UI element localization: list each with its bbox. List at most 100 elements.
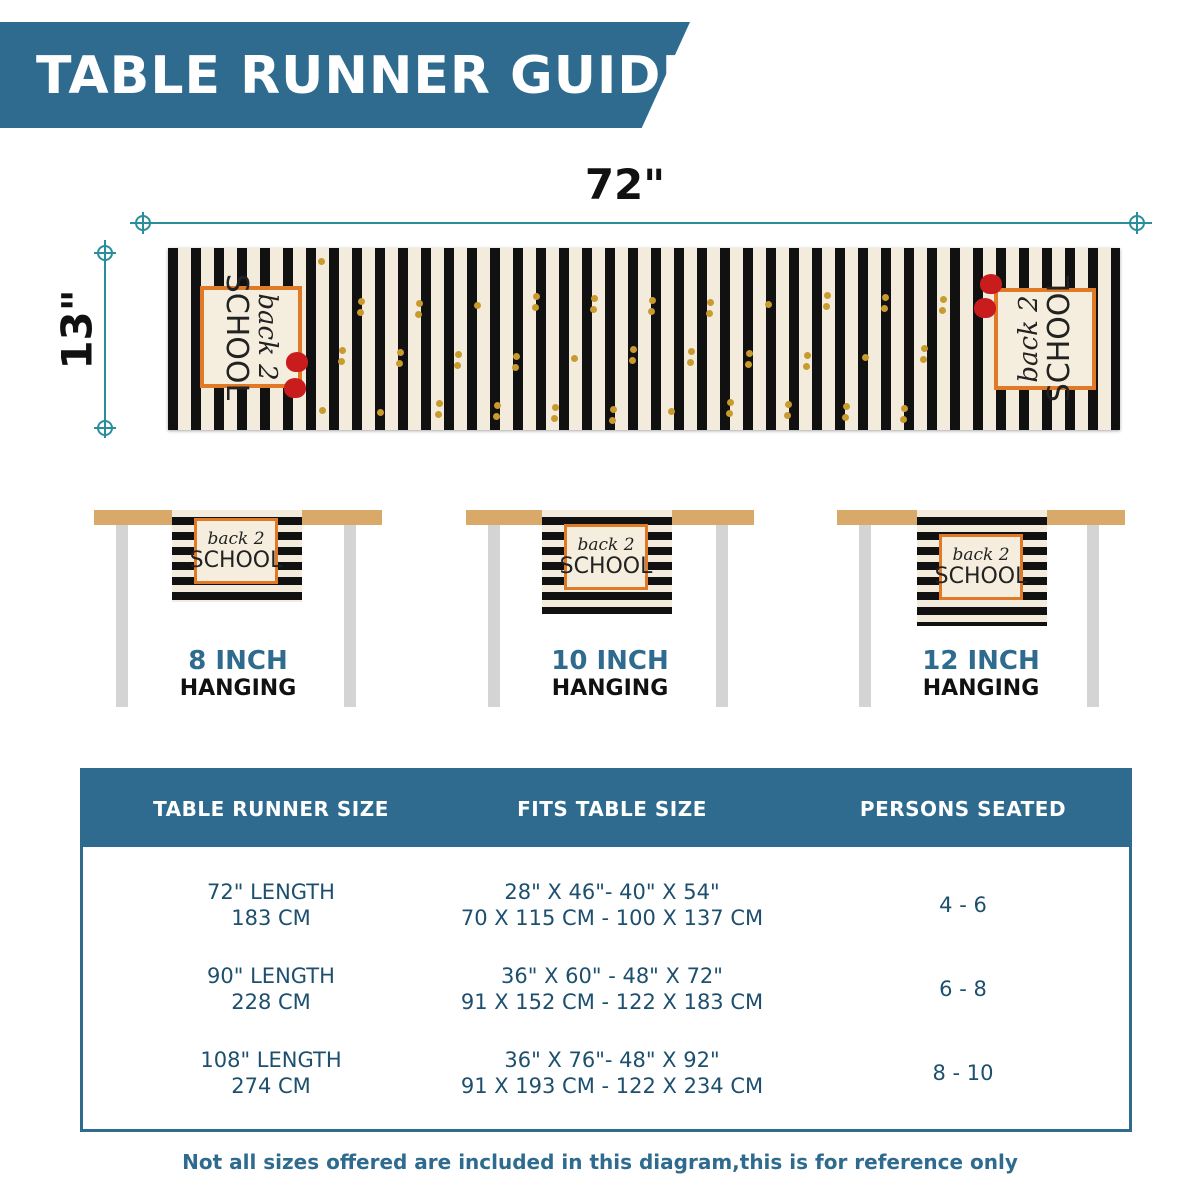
- gold-dot-decoration: [436, 400, 443, 407]
- runner-length-in: 90" LENGTH: [207, 964, 335, 988]
- gold-dot-decoration: [823, 303, 830, 310]
- gold-dot-decoration: [358, 298, 365, 305]
- width-label: 72": [584, 160, 666, 209]
- gold-dot-decoration: [745, 361, 752, 368]
- fits-cm: 91 X 152 CM - 122 X 183 CM: [460, 990, 764, 1014]
- runner-label: back 2 SCHOOL: [935, 534, 1027, 600]
- header-runner-size: TABLE RUNNER SIZE: [153, 797, 389, 821]
- table-leg: [716, 525, 728, 707]
- gold-dot-decoration: [532, 304, 539, 311]
- table-leg: [116, 525, 128, 707]
- hanging-word: HANGING: [179, 676, 297, 701]
- gold-dot-decoration: [609, 417, 616, 424]
- fits-inches: 36" X 60" - 48" X 72": [501, 964, 723, 988]
- table-header: [83, 771, 1129, 847]
- table-leg: [859, 525, 871, 707]
- gold-dot-decoration: [318, 258, 325, 265]
- gold-dot-decoration: [590, 306, 597, 313]
- runner-right-label: back 2 SCHOOL: [994, 276, 1096, 402]
- gold-dot-decoration: [552, 404, 559, 411]
- gold-dot-decoration: [921, 345, 928, 352]
- gold-dot-decoration: [571, 355, 578, 362]
- runner-length-cm: 274 CM: [231, 1074, 311, 1098]
- runner-length-cm: 183 CM: [231, 906, 311, 930]
- fits-cm: 70 X 115 CM - 100 X 137 CM: [460, 906, 764, 930]
- runner-label: back 2 SCHOOL: [190, 518, 282, 584]
- cell-fits-table: 36" X 60" - 48" X 72" 91 X 152 CM - 122 …: [421, 963, 803, 1015]
- gold-dot-decoration: [784, 412, 791, 419]
- gold-dot-decoration: [533, 293, 540, 300]
- gold-dot-decoration: [630, 346, 637, 353]
- gold-dot-decoration: [920, 356, 927, 363]
- hanging-runner: back 2 SCHOOL: [172, 510, 302, 602]
- gold-dot-decoration: [785, 401, 792, 408]
- height-label: 13": [52, 289, 102, 370]
- gold-dot-decoration: [397, 349, 404, 356]
- runner-length-in: 72" LENGTH: [207, 880, 335, 904]
- label-line2: SCHOOL: [189, 547, 283, 573]
- runner-length-in: 108" LENGTH: [200, 1048, 342, 1072]
- label-line2: SCHOOL: [934, 563, 1028, 589]
- gold-dot-decoration: [319, 407, 326, 414]
- gold-dot-decoration: [396, 360, 403, 367]
- cell-runner-size: 90" LENGTH 228 CM: [133, 963, 409, 1015]
- table-10-inch-hanging: back 2 SCHOOL 10 INCH HANGING: [466, 510, 754, 710]
- gold-dot-decoration: [551, 415, 558, 422]
- label-line1: back 2: [207, 528, 265, 549]
- hanging-caption: 8 INCH HANGING: [94, 646, 382, 702]
- gold-dot-decoration: [940, 296, 947, 303]
- cell-runner-size: 108" LENGTH 274 CM: [133, 1047, 409, 1099]
- hanging-size: 8 INCH: [188, 646, 288, 676]
- gold-dot-decoration: [746, 350, 753, 357]
- gold-dot-decoration: [842, 414, 849, 421]
- gold-dot-decoration: [939, 307, 946, 314]
- gold-dot-decoration: [474, 302, 481, 309]
- table-runner-image: back 2 SCHOOL back 2 SCHOOL: [168, 248, 1120, 430]
- dimension-lines: [94, 212, 1152, 438]
- table-leg: [1087, 525, 1099, 707]
- table-12-inch-hanging: back 2 SCHOOL 12 INCH HANGING: [837, 510, 1125, 710]
- table-leg: [344, 525, 356, 707]
- apple-icon: [284, 378, 306, 398]
- title-banner: [0, 22, 690, 128]
- hanging-runner: back 2 SCHOOL: [542, 510, 672, 614]
- fits-inches: 36" X 76"- 48" X 92": [504, 1048, 720, 1072]
- gold-dot-decoration: [727, 399, 734, 406]
- runner-left-label: back 2 SCHOOL: [200, 274, 302, 400]
- cell-runner-size: 72" LENGTH 183 CM: [133, 879, 409, 931]
- gold-dot-decoration: [803, 363, 810, 370]
- apple-icon: [974, 298, 996, 318]
- label-line2: SCHOOL: [1042, 275, 1077, 403]
- cell-persons: 8 - 10: [932, 1061, 994, 1085]
- gold-dot-decoration: [648, 308, 655, 315]
- apple-icon: [980, 274, 1002, 294]
- page-title: TABLE RUNNER GUIDE: [36, 46, 698, 106]
- label-line1: back 2: [1014, 295, 1044, 383]
- gold-dot-decoration: [824, 292, 831, 299]
- apple-icon: [286, 352, 308, 372]
- gold-dot-decoration: [493, 413, 500, 420]
- label-line1: back 2: [577, 534, 635, 555]
- gold-dot-decoration: [765, 301, 772, 308]
- hanging-caption: 12 INCH HANGING: [837, 646, 1125, 702]
- gold-dot-decoration: [901, 405, 908, 412]
- gold-dot-decoration: [416, 300, 423, 307]
- hanging-word: HANGING: [551, 676, 669, 701]
- hanging-runner: back 2 SCHOOL: [917, 510, 1047, 626]
- gold-dot-decoration: [512, 364, 519, 371]
- gold-dot-decoration: [687, 359, 694, 366]
- header-fits-table-size: FITS TABLE SIZE: [517, 797, 707, 821]
- hanging-word: HANGING: [922, 676, 1040, 701]
- gold-dot-decoration: [882, 294, 889, 301]
- gold-dot-decoration: [688, 348, 695, 355]
- header-persons-seated: PERSONS SEATED: [859, 797, 1067, 821]
- hanging-caption: 10 INCH HANGING: [466, 646, 754, 702]
- label-line2: SCHOOL: [219, 273, 254, 401]
- gold-dot-decoration: [804, 352, 811, 359]
- gold-dot-decoration: [726, 410, 733, 417]
- gold-dot-decoration: [900, 416, 907, 423]
- cell-persons: 4 - 6: [939, 893, 987, 917]
- table-8-inch-hanging: back 2 SCHOOL 8 INCH HANGING: [94, 510, 382, 710]
- cell-persons: 6 - 8: [939, 977, 987, 1001]
- gold-dot-decoration: [435, 411, 442, 418]
